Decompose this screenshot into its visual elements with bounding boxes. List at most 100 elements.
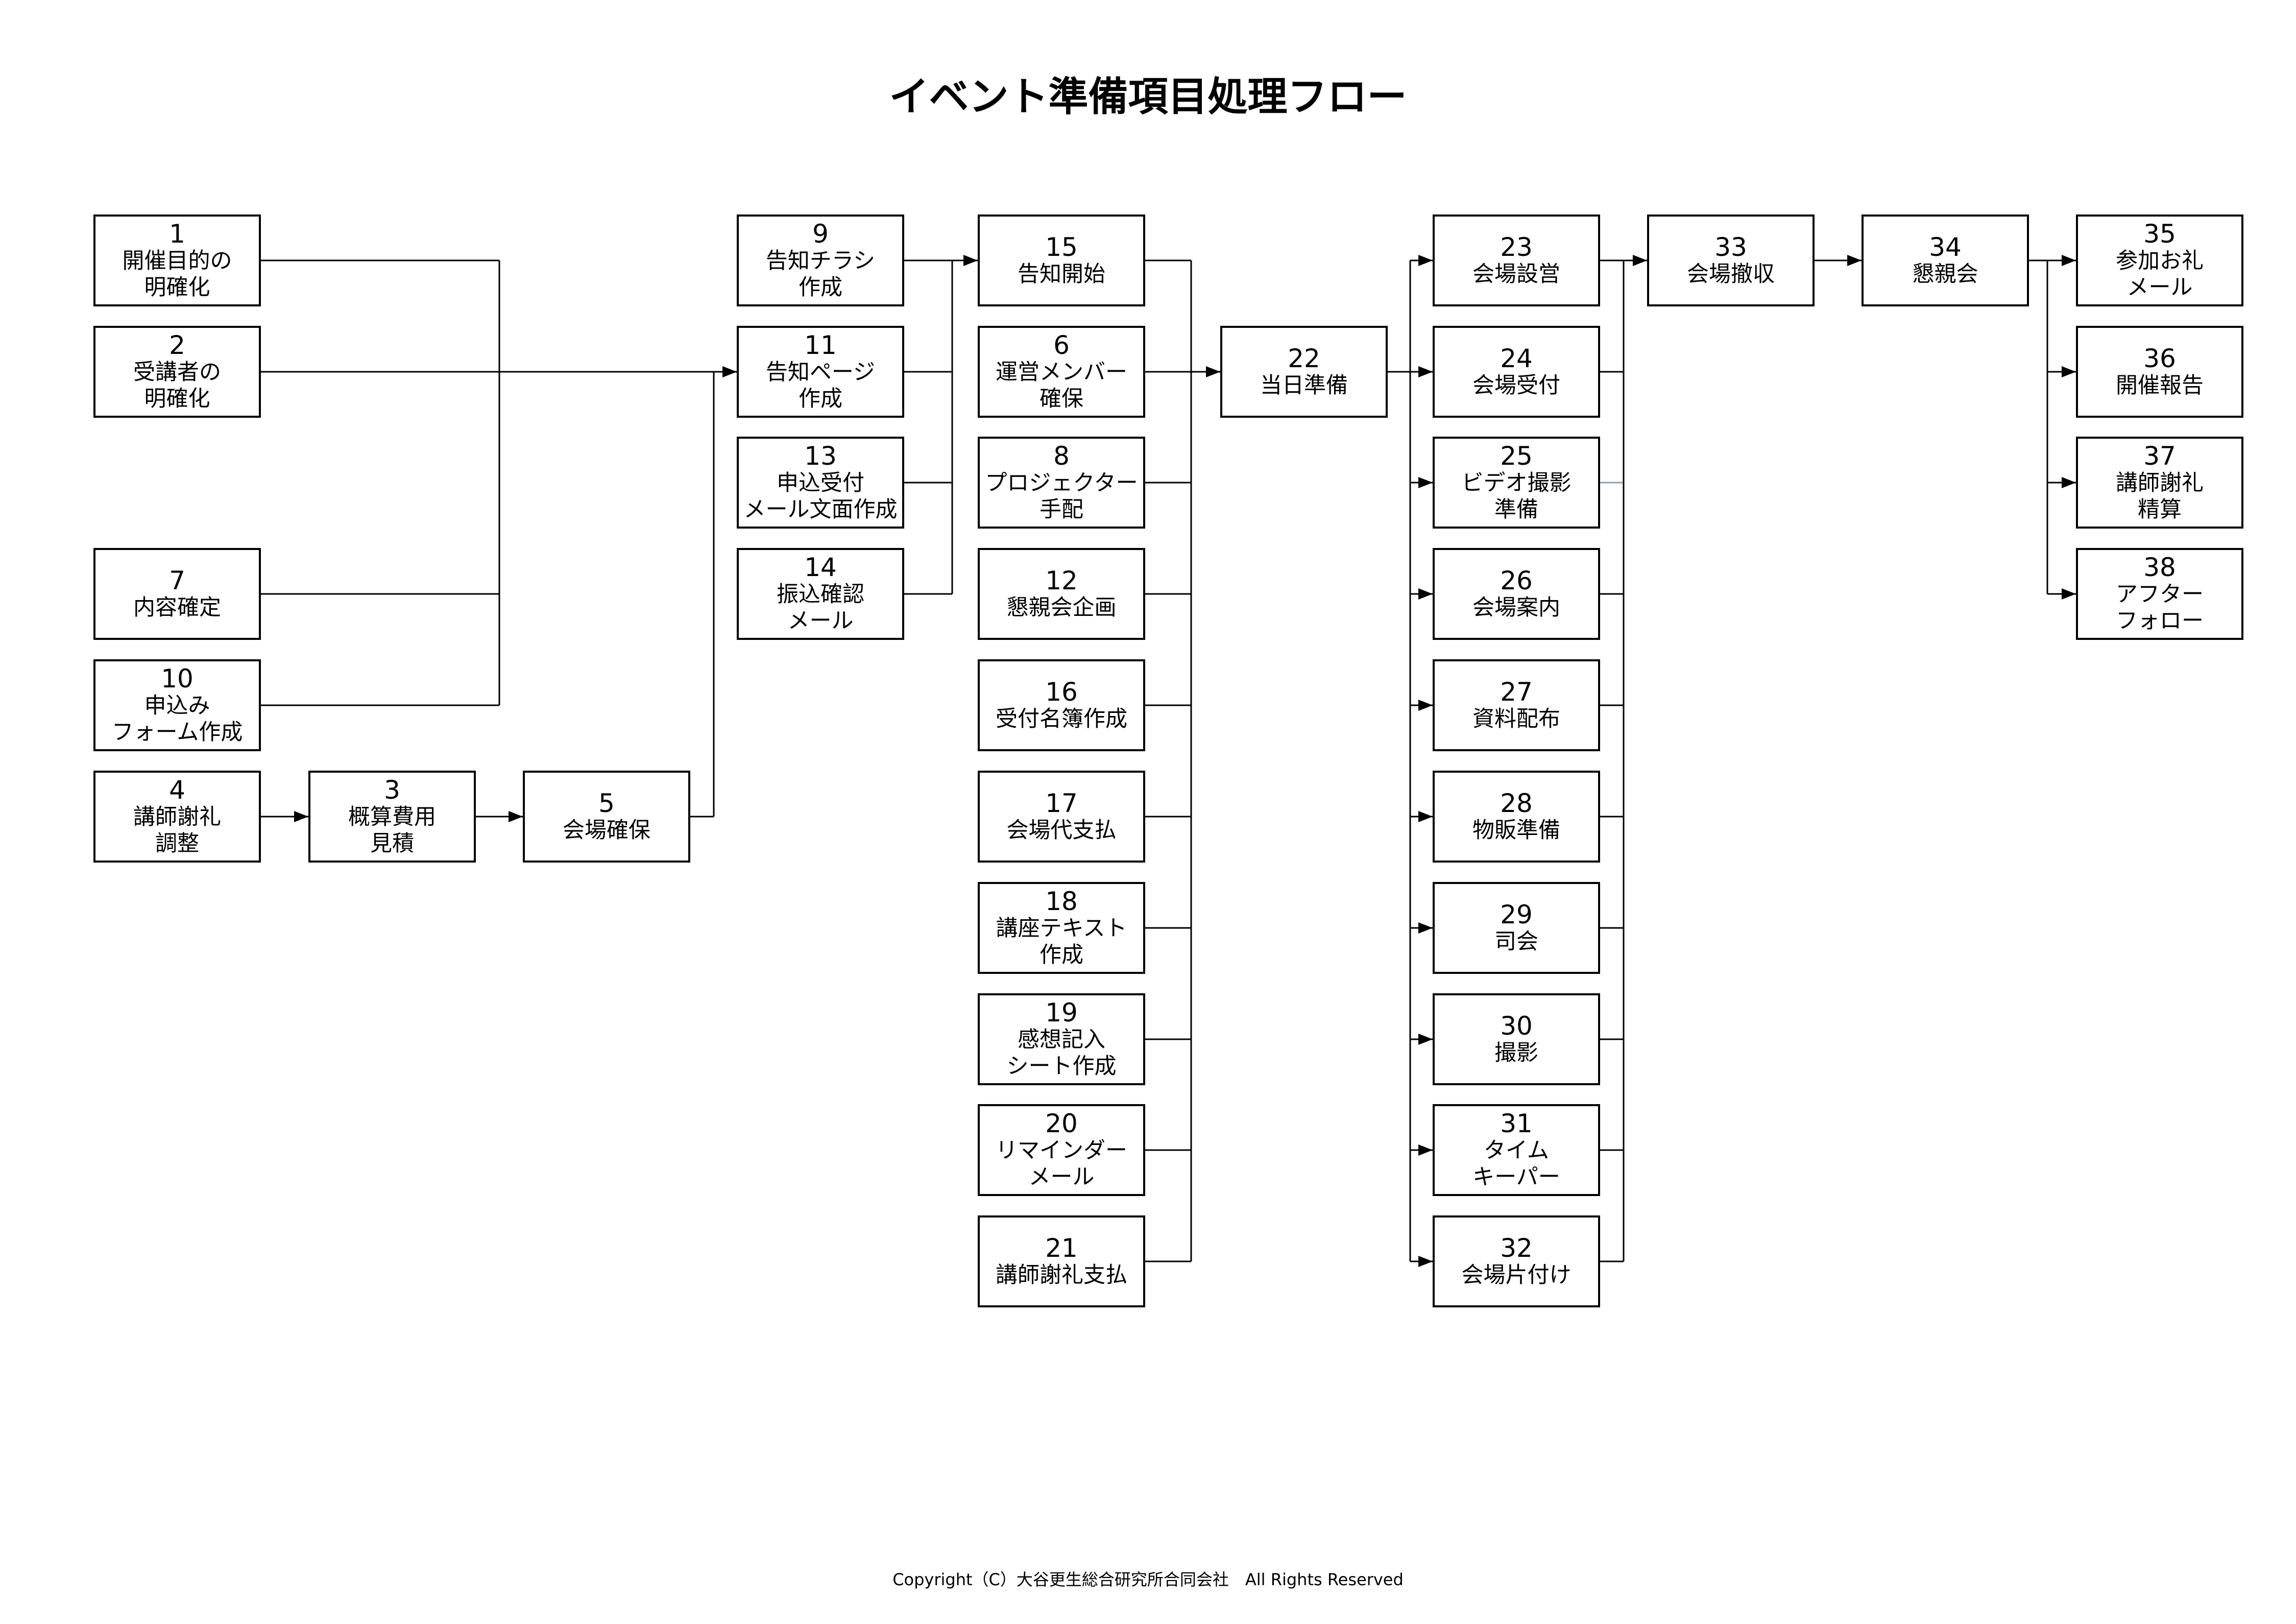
node-number: 25 <box>1500 441 1533 471</box>
node-label: タイム キーパー <box>1472 1138 1560 1190</box>
node-number: 23 <box>1500 232 1533 262</box>
node-label: 会場撤収 <box>1687 261 1775 287</box>
node-label: リマインダー メール <box>996 1138 1127 1190</box>
node-number: 6 <box>1053 330 1070 360</box>
node-label: 開催報告 <box>2116 373 2204 398</box>
node-number: 17 <box>1045 789 1078 818</box>
node-number: 22 <box>1288 344 1320 373</box>
node-number: 1 <box>169 219 185 249</box>
node-number: 29 <box>1500 900 1533 929</box>
node-number: 13 <box>804 441 837 471</box>
node-number: 9 <box>812 219 829 249</box>
node-label: 会場設営 <box>1472 261 1560 287</box>
node-label: 講師謝礼支払 <box>996 1262 1127 1288</box>
node-label: 申込み フォーム作成 <box>111 693 243 745</box>
node-number: 7 <box>169 566 185 595</box>
node-label: 受付名簿作成 <box>996 706 1127 732</box>
node-label: 会場案内 <box>1472 595 1560 620</box>
page-title: イベント準備項目処理フロー <box>889 74 1407 120</box>
node-label: 懇親会 <box>1912 261 1978 287</box>
node-label: 運営メンバー 確保 <box>996 360 1127 412</box>
node-number: 15 <box>1045 232 1078 262</box>
node-label: 撮影 <box>1494 1040 1538 1066</box>
node-number: 26 <box>1500 566 1533 595</box>
node-number: 2 <box>169 330 185 360</box>
node-number: 27 <box>1500 677 1533 707</box>
node-number: 3 <box>384 775 400 805</box>
node-label: 告知チラシ 作成 <box>765 248 876 300</box>
node-label: 講師謝礼 精算 <box>2116 470 2204 522</box>
node-label: 会場確保 <box>563 818 650 843</box>
node-label: 開催目的の 明確化 <box>122 248 232 300</box>
node-label: 司会 <box>1494 929 1538 954</box>
node-number: 10 <box>161 664 194 694</box>
node-number: 28 <box>1500 789 1533 818</box>
node-number: 37 <box>2143 441 2176 471</box>
node-label: 告知開始 <box>1018 261 1105 287</box>
node-label: 講師謝礼 調整 <box>133 804 221 856</box>
node-label: 振込確認 メール <box>777 582 864 634</box>
connector-lines <box>261 255 2076 1267</box>
node-number: 8 <box>1053 441 1070 471</box>
node-label: ビデオ撮影 準備 <box>1461 470 1572 522</box>
node-number: 16 <box>1045 677 1078 707</box>
node-number: 33 <box>1714 232 1747 262</box>
node-number: 20 <box>1045 1109 1078 1138</box>
copyright-notice: Copyright（C）大谷更生総合研究所合同会社 All Rights Res… <box>892 1570 1404 1589</box>
node-number: 19 <box>1045 998 1078 1028</box>
node-label: 告知ページ 作成 <box>765 360 876 412</box>
node-label: 懇親会企画 <box>1006 595 1117 620</box>
node-label: 資料配布 <box>1472 706 1560 732</box>
node-number: 4 <box>169 775 185 805</box>
node-label: 感想記入 シート作成 <box>1006 1027 1117 1079</box>
node-label: プロジェクター 手配 <box>985 470 1138 522</box>
node-label: 物販準備 <box>1472 818 1560 843</box>
node-number: 31 <box>1500 1109 1533 1138</box>
node-number: 12 <box>1045 566 1078 595</box>
node-number: 36 <box>2143 344 2176 373</box>
node-label: 当日準備 <box>1260 373 1348 398</box>
node-number: 38 <box>2143 553 2176 582</box>
node-number: 21 <box>1045 1233 1078 1263</box>
node-label: 参加お礼 メール <box>2116 248 2204 300</box>
node-label: 受講者の 明確化 <box>133 360 221 412</box>
node-label: 申込受付 メール文面作成 <box>743 470 898 522</box>
node-number: 34 <box>1929 232 1962 262</box>
node-label: 内容確定 <box>133 595 221 620</box>
node-number: 5 <box>598 789 615 818</box>
